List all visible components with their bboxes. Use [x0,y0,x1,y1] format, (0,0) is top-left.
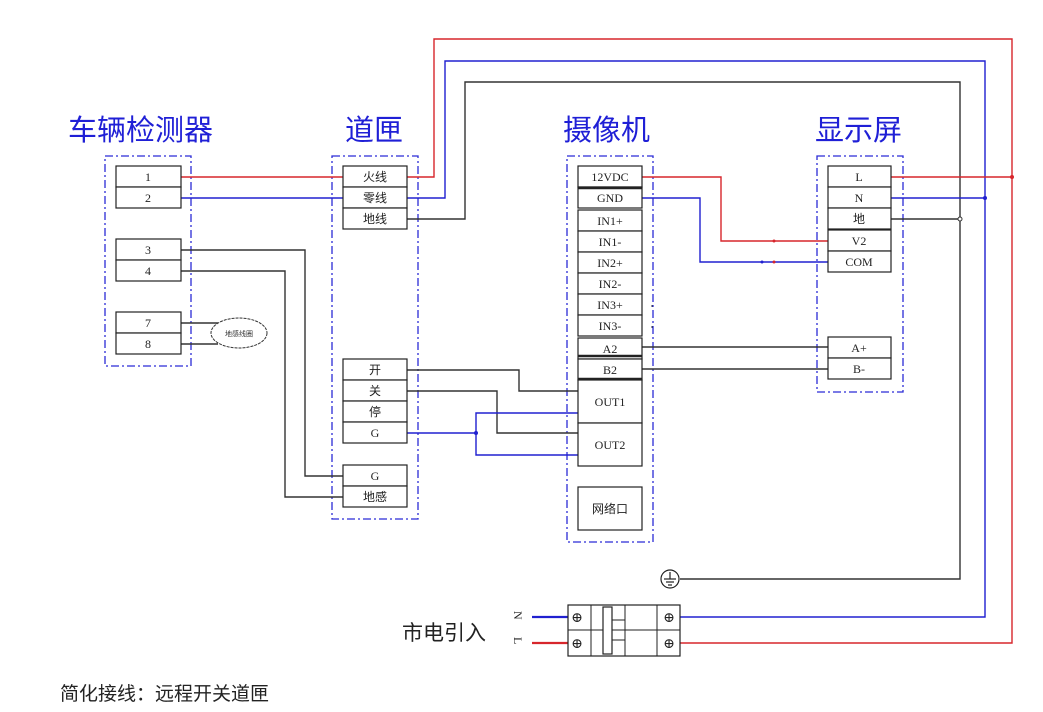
terminal-8 [115,332,182,355]
barrier-gate-terminals: 火线 零线 地线 开 关 停 G G 地感 [342,165,408,508]
camera-terminal-label: 12VDC [591,170,628,184]
terminal-earth-label: 地 [853,212,865,226]
terminal-stop-label: 停 [369,404,381,419]
terminal-l-label: L [855,170,862,184]
screw-l-out-icon: ⊕ [663,636,675,652]
terminal-b-minus-label: B- [853,362,865,376]
camera-terminal-label: IN3+ [597,298,623,312]
terminal-sensor-label: 地感 [363,489,387,504]
wire-detector3-to-gate-g [181,249,343,477]
loop-coil-label: 地感线圈 [225,329,253,338]
terminal-out2-label: OUT2 [595,438,626,452]
terminal-out2 [577,422,643,467]
terminal-ground [342,207,408,230]
wire-gnd-to-com [642,197,828,263]
terminal-a-plus-label: A+ [851,341,867,355]
camera-terminal-label: IN1+ [597,214,623,228]
camera-terminal-label: IN2+ [597,256,623,270]
screw-n-in-icon: ⊕ [571,610,583,626]
display-group [816,155,904,393]
camera-terminal-label: IN1- [599,235,622,249]
terminal-7-label: 7 [145,316,151,330]
terminal-v2-label: V2 [852,234,867,248]
terminal-4 [115,259,182,282]
phase-n-label: N [511,611,525,620]
wire-12vdc-to-v2 [642,176,828,242]
ground-symbol-icon [660,569,680,589]
terminal-g-loop-label: G [371,469,380,483]
camera-title: 摄像机 [563,113,650,147]
camera-terminal-label: A2 [603,342,618,356]
terminal-sensor [342,485,408,508]
terminal-neutral-label: 零线 [363,191,387,205]
terminal-2-label: 2 [145,191,151,205]
junction-live [1010,175,1014,179]
footnote-caption: 简化接线：远程开关道匣 [60,683,269,705]
vehicle-detector-terminals: 1 2 3 4 7 8 [115,165,182,355]
screw-l-in-icon: ⊕ [571,636,583,652]
breaker-lever[interactable] [602,606,613,655]
barrier-gate-title: 道匣 [345,113,403,147]
camera-terminal-label: IN3- [599,319,622,333]
terminal-com-label: COM [845,255,873,269]
terminal-8-label: 8 [145,337,151,351]
barrier-gate-group [331,155,419,520]
vehicle-detector-title: 车辆检测器 [68,113,213,147]
display-title: 显示屏 [815,113,902,147]
screw-n-out-icon: ⊕ [663,610,675,626]
terminal-3-label: 3 [145,243,151,257]
terminal-n-label: N [855,191,864,205]
display-terminals: L N 地 V2 COM A+ B- [827,165,892,380]
junction-ground [957,216,963,222]
terminal-2 [115,186,182,209]
terminal-g-control-label: G [371,426,380,440]
wire-mark [772,260,776,264]
terminal-ground-label: 地线 [363,212,387,226]
camera-terminal-label: B2 [603,363,617,377]
terminal-com [827,250,892,273]
terminal-b-minus [827,357,892,380]
camera-terminal-label: IN2- [599,277,622,291]
network-port [577,486,643,531]
wire-detector4-to-gate-sensor [181,270,343,498]
terminal-g-control [342,421,408,444]
network-port-label: 网络口 [592,501,628,516]
phase-l-label: L [511,637,525,644]
terminal-1-label: 1 [145,170,151,184]
wire-ground-bus [407,81,961,580]
wire-open-to-out1 [407,369,578,392]
camera-terminal-in3- [577,314,643,337]
terminal-open-label: 开 [369,363,381,377]
wire-close-to-out2 [407,390,578,434]
wire-mark [760,260,764,264]
wire-live-bus [407,38,1013,644]
wire-common-out1-out2 [475,412,578,456]
terminal-close-label: 关 [369,384,381,398]
terminal-live-label: 火线 [363,170,387,184]
terminal-out1-label: OUT1 [595,395,626,409]
circuit-breaker[interactable] [567,604,681,657]
junction-common [474,431,478,435]
camera-terminal-label: GND [597,191,623,205]
wire-mark [772,239,776,243]
mains-label: 市电引入 [402,621,486,645]
loop-coil [210,317,268,349]
junction-neutral [983,196,987,200]
terminal-4-label: 4 [145,264,151,278]
wire-neutral-bus [407,60,986,618]
camera-group [566,155,654,543]
vehicle-detector-group [104,155,192,367]
